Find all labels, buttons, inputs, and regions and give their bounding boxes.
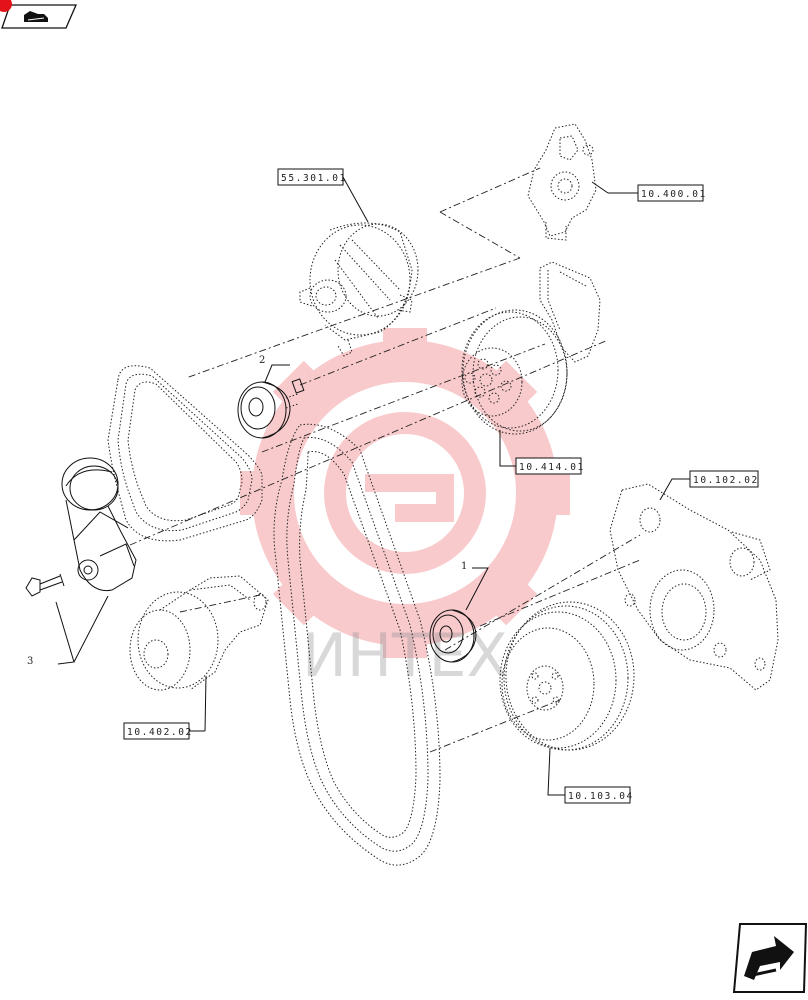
idler-pulley-upper	[237, 378, 305, 439]
water-pump-fan-hub	[461, 261, 601, 435]
ref-thermostat-housing-text: 10.400.01	[641, 189, 707, 200]
ref-front-cover[interactable]: 10.102.02	[689, 470, 759, 488]
callout-bolt: 3	[27, 656, 33, 667]
thermostat-housing	[527, 123, 597, 241]
drive-belt	[107, 365, 441, 866]
alternator	[299, 222, 419, 357]
tensioner-bolt	[25, 573, 65, 597]
idler-pulley-lower	[429, 609, 477, 663]
callout-idler-lower: 1	[461, 561, 467, 572]
tensioner-housing	[129, 575, 269, 691]
ref-crankshaft-damper[interactable]: 10.103.04	[564, 786, 634, 804]
book-arrow-icon[interactable]	[0, 0, 77, 29]
ref-crankshaft-damper-text: 10.103.04	[568, 791, 634, 802]
ref-alternator[interactable]: 55.301.01	[277, 168, 347, 186]
callout-idler-upper: 2	[259, 355, 265, 366]
ref-thermostat-housing[interactable]: 10.400.01	[637, 184, 707, 202]
watermark-gear-logo	[240, 328, 570, 658]
next-page-arrow-icon[interactable]	[732, 923, 808, 993]
ref-water-pump[interactable]: 10.414.01	[515, 457, 585, 475]
front-cover	[609, 483, 779, 691]
leader-lines	[55, 176, 690, 796]
ref-front-cover-text: 10.102.02	[693, 475, 759, 486]
ref-belt-tensioner[interactable]: 10.402.02	[123, 722, 205, 740]
ref-belt-tensioner-text: 10.402.02	[127, 727, 193, 738]
alignment-lines	[129, 167, 641, 753]
belt-tensioner	[61, 457, 137, 592]
crankshaft-damper	[499, 601, 635, 751]
ref-water-pump-text: 10.414.01	[519, 462, 585, 473]
ref-alternator-text: 55.301.01	[281, 173, 347, 184]
